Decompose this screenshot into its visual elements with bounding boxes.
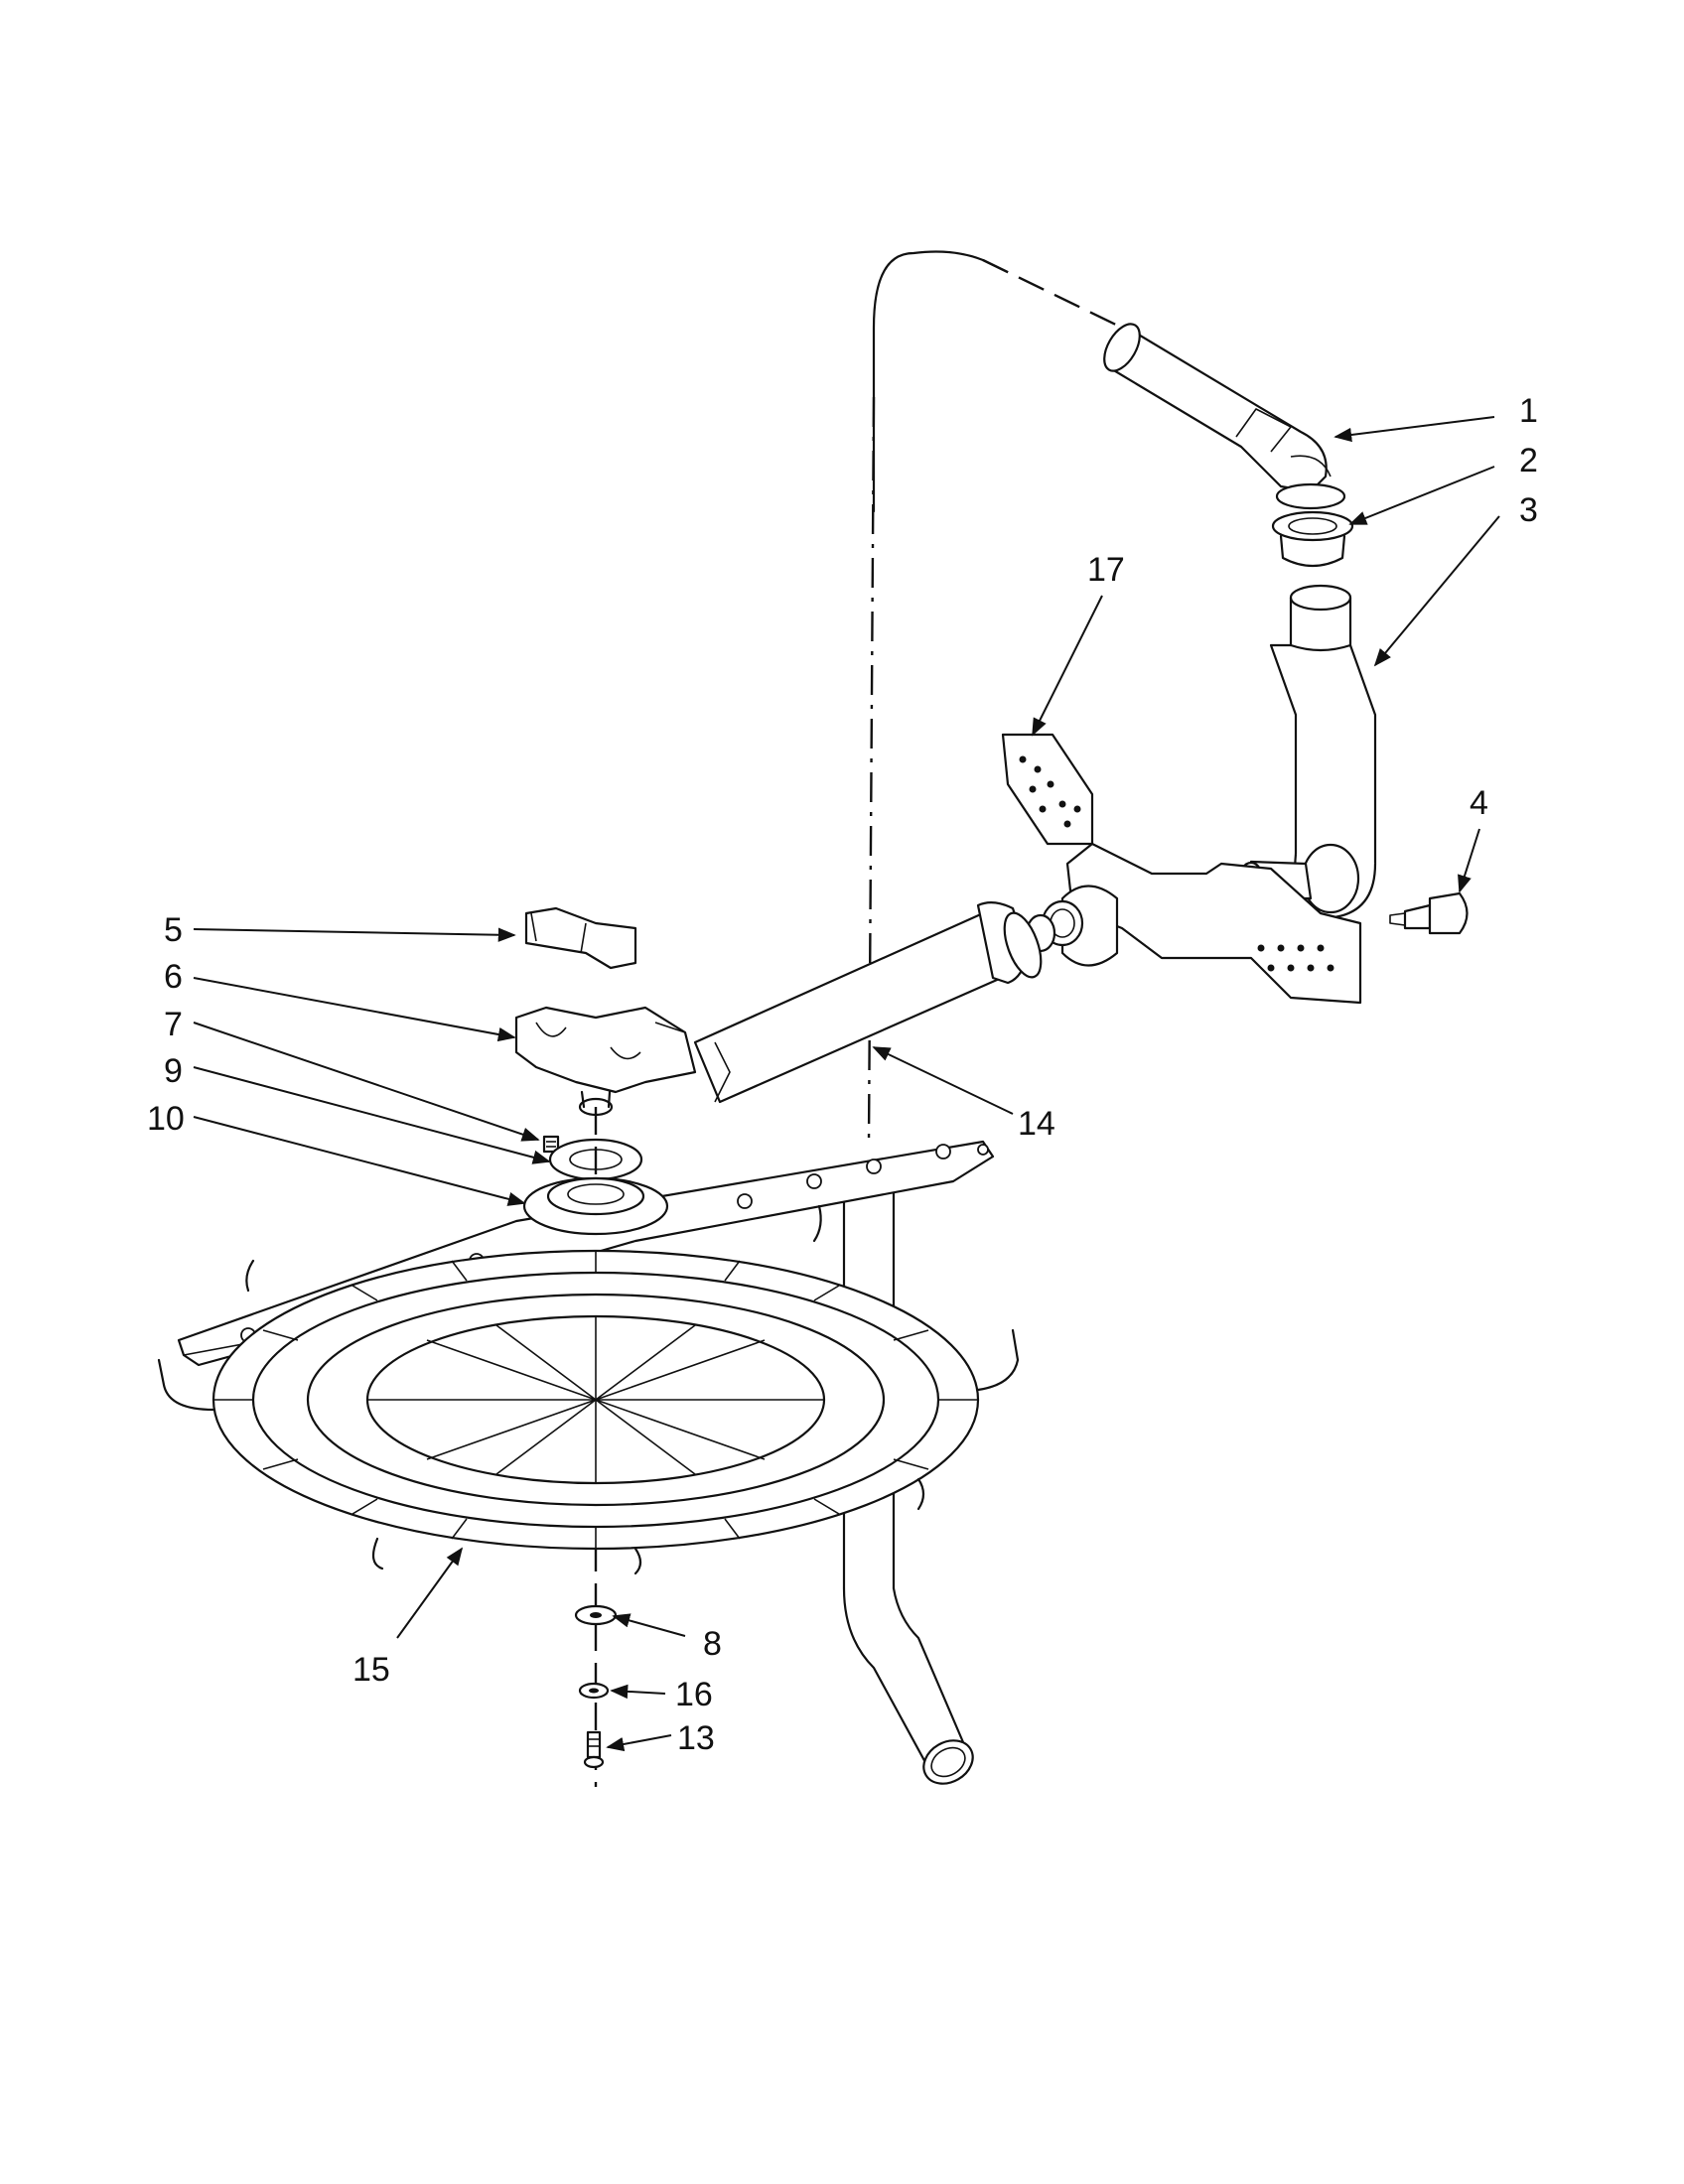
grate-part-15 [157,1204,1020,1575]
callout-13: 13 [677,1719,715,1757]
callout-2: 2 [1519,442,1538,479]
callout-16: 16 [675,1676,713,1713]
bracket-holes-lower [1257,944,1334,972]
washer-part-16 [578,1682,610,1700]
callout-15: 15 [352,1651,390,1689]
callout-14: 14 [1018,1105,1055,1143]
callout-labels: 1 2 3 4 5 6 7 9 10 17 14 15 8 16 13 [147,392,1538,1757]
bracket-holes-upper [1019,755,1081,828]
grate-outer-cells [213,1251,978,1549]
callout-10: 10 [147,1100,185,1138]
callout-5: 5 [164,911,183,949]
mounting-bracket-part-17 [1001,733,1362,1005]
cap-part-4 [1389,891,1469,935]
callout-6: 6 [164,958,183,996]
callout-17: 17 [1087,551,1125,589]
screw-part-13 [583,1730,605,1769]
leader-lines [193,416,1500,1752]
callout-3: 3 [1519,491,1538,529]
conduit-tube-part-14 [693,901,1043,1104]
washer-part-8 [574,1604,618,1626]
callout-7: 7 [164,1006,183,1043]
grommet-part-2 [1271,510,1354,568]
callout-4: 4 [1470,784,1488,822]
callout-9: 9 [164,1052,183,1090]
grate-ribs [367,1316,824,1483]
supply-tube-outline [867,250,1123,1143]
upper-spray-tube-part-1 [1103,323,1346,510]
callout-8: 8 [703,1625,722,1663]
housing-part-6 [514,1006,697,1117]
callout-1: 1 [1519,392,1538,430]
clip-part-5 [524,906,637,970]
